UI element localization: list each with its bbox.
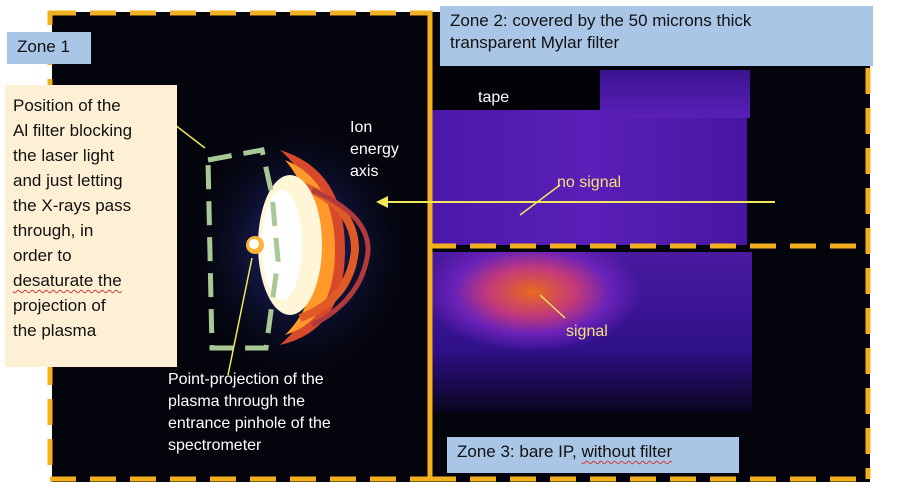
signal-label: signal [566,323,608,340]
point-projection-label: Point-projection of the plasma through t… [168,369,398,457]
ion-axis-line: energy [350,141,399,158]
zone3-signal-blob [432,252,752,412]
zone1-label-text: Zone 1 [17,37,70,56]
zone2-label-line2: transparent Mylar filter [450,33,620,52]
ion-axis-arrow-head [376,196,388,208]
zone2-purple-top [600,70,750,118]
zone2-label: Zone 2: covered by the 50 microns thick … [440,6,873,66]
point-projection-line: plasma through the [168,393,305,410]
al-filter-outline [205,147,281,351]
ion-axis-label: Ion energy axis [350,117,420,183]
al-filter-line: the plasma [13,321,97,340]
al-filter-annotation: Position of the Al filter blocking the l… [5,85,177,367]
al-filter-line: the laser light [13,146,115,165]
al-filter-line: order to [13,246,72,265]
zone2-purple-signal [432,110,747,245]
ion-axis-line: axis [350,163,379,180]
ion-axis-line: Ion [350,119,373,136]
al-filter-line: projection of [13,296,106,315]
point-projection-line: entrance pinhole of the [168,415,331,432]
al-filter-line: the X-rays pass [13,196,132,215]
no-signal-pointer [519,184,561,216]
signal-pointer [539,294,566,319]
al-filter-line: and just letting [13,171,123,190]
al-filter-line: Al filter blocking [13,121,133,140]
point-projection-line: Point-projection of the [168,371,324,388]
al-filter-pointer [174,124,206,149]
zone3-label: Zone 3: bare IP, without filter [447,437,739,473]
zone2-label-line1: Zone 2: covered by the 50 microns thick [450,11,752,30]
zone3-label-part1: Zone 3: bare IP, [457,442,582,461]
zone3-label-part2: without filter [581,442,673,461]
zone1-label: Zone 1 [7,32,91,64]
tape-label: tape [478,89,510,106]
point-projection-pointer [227,257,253,376]
al-filter-line: desaturate the [13,271,122,290]
al-filter-line: through, in [13,221,94,240]
point-projection-line: spectrometer [168,437,262,454]
no-signal-label: no signal [557,174,622,191]
al-filter-line: Position of the [13,96,121,115]
